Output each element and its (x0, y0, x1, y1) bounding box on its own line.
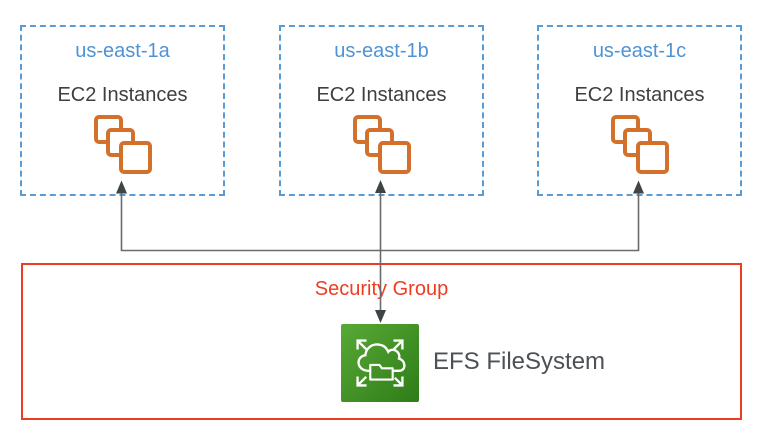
efs-filesystem-label: EFS FileSystem (433, 348, 606, 375)
efs-icon (341, 324, 419, 402)
security-group-label: Security Group (314, 278, 449, 300)
az-region-label: us-east-1c (592, 40, 687, 62)
ec2-instances-icon (352, 115, 411, 175)
ec2-instances-label: EC2 Instances (574, 84, 705, 106)
ec2-instances-icon (610, 115, 669, 175)
efs-cloud-folder-expand-icon (341, 324, 419, 402)
az-region-label: us-east-1a (75, 40, 170, 62)
ec2-instances-label: EC2 Instances (316, 84, 447, 106)
connector-line-horizontal (120, 192, 640, 252)
az-region-label: us-east-1b (334, 40, 429, 62)
instance-square-front (377, 141, 411, 174)
instance-square-front (635, 141, 669, 174)
az-box-us-east-1a: us-east-1a EC2 Instances (20, 25, 225, 196)
security-group-box: Security Group (21, 263, 742, 420)
ec2-instances-label: EC2 Instances (57, 84, 188, 106)
ec2-instances-icon (93, 115, 152, 175)
az-box-us-east-1c: us-east-1c EC2 Instances (537, 25, 742, 196)
az-box-us-east-1b: us-east-1b EC2 Instances (279, 25, 484, 196)
instance-square-front (118, 141, 152, 174)
